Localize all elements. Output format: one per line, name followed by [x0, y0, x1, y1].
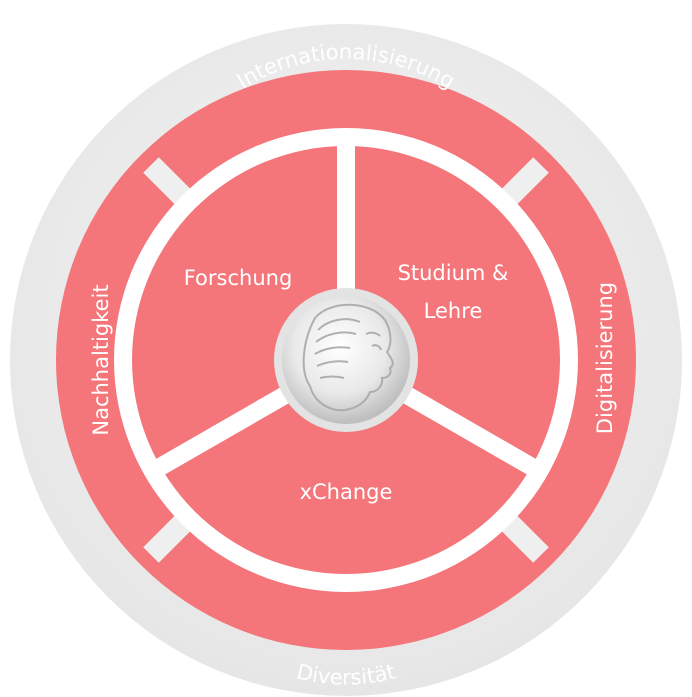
- label-studium-lehre-line2: Lehre: [424, 299, 483, 323]
- label-xchange: xChange: [300, 480, 393, 504]
- label-nachhaltigkeit: Nachhaltigkeit: [89, 284, 113, 435]
- label-forschung: Forschung: [184, 266, 293, 290]
- label-digitalisierung: Digitalisierung: [593, 282, 617, 434]
- label-studium-lehre-line1: Studium &: [398, 261, 509, 285]
- center-medal: [274, 288, 418, 432]
- profile-head-emblem-icon: [302, 303, 394, 412]
